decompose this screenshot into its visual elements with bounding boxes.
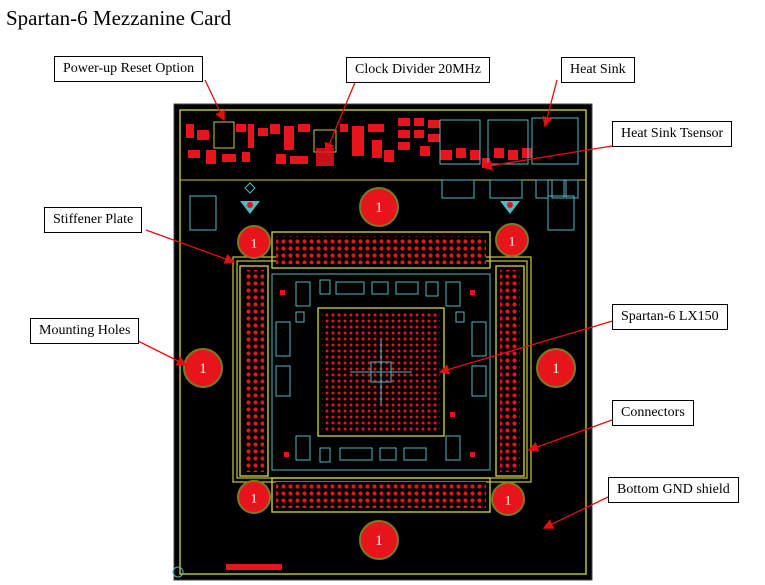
- callout-heat-sink: Heat Sink: [561, 57, 635, 83]
- fiducial-markers: [240, 182, 520, 214]
- callout-spartan6: Spartan-6 LX150: [612, 304, 728, 330]
- top-components: [180, 118, 586, 181]
- callout-stiffener-plate: Stiffener Plate: [44, 207, 143, 233]
- mounting-hole-top: [359, 187, 399, 227]
- callout-heat-sink-tsensor: Heat Sink Tsensor: [612, 121, 733, 147]
- callout-bottom-gnd: Bottom GND shield: [608, 477, 739, 503]
- connector-top: [271, 231, 491, 269]
- mounting-hole-tl: [237, 225, 271, 259]
- mounting-hole-bottom: [359, 520, 399, 560]
- board-outline: [179, 109, 587, 575]
- hole-label-right: 1: [552, 361, 560, 377]
- hole-label-tr: 1: [509, 234, 516, 249]
- corner-fiducial: [172, 566, 184, 578]
- callout-mounting-holes: Mounting Holes: [30, 318, 140, 344]
- mounting-hole-bl: [237, 480, 271, 514]
- hole-label-br: 1: [505, 493, 512, 508]
- edge-pads: [189, 195, 575, 231]
- connector-bottom: [271, 477, 491, 513]
- hole-label-left: 1: [199, 361, 207, 377]
- fpga-bga: [317, 307, 445, 437]
- connector-left: [239, 265, 269, 477]
- hole-label-top: 1: [375, 200, 383, 216]
- hole-label-tl: 1: [251, 236, 258, 251]
- mounting-hole-br: [491, 482, 525, 516]
- mounting-hole-left: [183, 348, 223, 388]
- mounting-hole-right: [536, 348, 576, 388]
- callout-arrows: [135, 79, 617, 529]
- small-pads: [280, 290, 475, 457]
- connector-right: [495, 265, 525, 477]
- callout-connectors: Connectors: [612, 400, 694, 426]
- bottom-red-bar: [226, 564, 282, 570]
- callout-power-up-reset: Power-up Reset Option: [54, 56, 204, 82]
- page-title: Spartan-6 Mezzanine Card: [6, 6, 232, 30]
- hole-label-bottom: 1: [375, 533, 383, 549]
- heat-sink-area: [439, 117, 579, 199]
- mounting-hole-tr: [495, 223, 529, 257]
- fpga-surround: [271, 273, 491, 471]
- hole-label-bl: 1: [251, 491, 258, 506]
- mounting-holes: [183, 187, 576, 560]
- callout-clock-divider: Clock Divider 20MHz: [346, 57, 490, 83]
